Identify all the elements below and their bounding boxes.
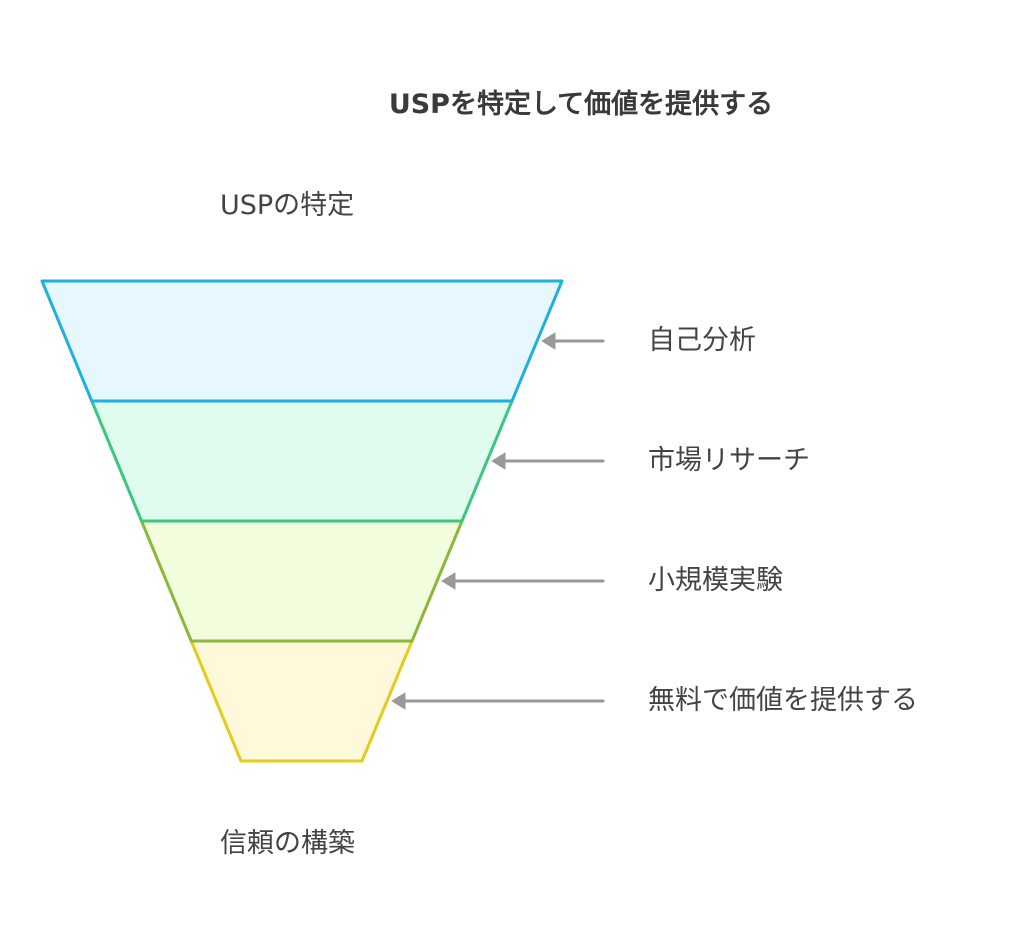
arrow-left-icon (441, 572, 605, 590)
arrow-left-icon (491, 452, 605, 470)
funnel-bottom-label: 信頼の構築 (220, 828, 355, 859)
stage-label-2: 市場リサーチ (648, 445, 810, 476)
stage-label-4: 無料で価値を提供する (648, 685, 918, 716)
stage-label-1: 自己分析 (648, 325, 756, 356)
funnel-stage-1 (40, 279, 564, 403)
diagram-title: USPを特定して価値を提供する (388, 89, 774, 120)
stage-label-3: 小規模実験 (648, 565, 783, 596)
funnel-stage-4 (189, 639, 414, 763)
funnel-stage-3 (140, 519, 464, 643)
funnel-stage-2 (90, 399, 514, 523)
funnel-top-label: USPの特定 (220, 190, 355, 221)
arrow-left-icon (541, 332, 605, 350)
arrow-left-icon (391, 692, 605, 710)
